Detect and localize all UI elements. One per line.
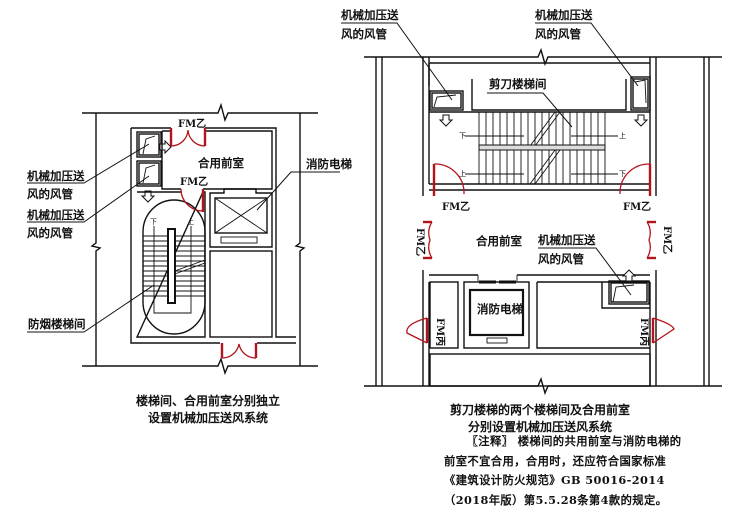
fire-door-fm-bing: [406, 317, 428, 344]
fire-door-fm-yi: [170, 129, 206, 147]
right-caption-line: 分别设置机械加压送风系统: [467, 420, 612, 434]
fire-door-fm-yi: [619, 163, 651, 195]
door-label-fm-bing: FM丙: [434, 318, 446, 346]
door-label-fm-yi: FM乙: [661, 226, 673, 254]
air-supply-arrow: [622, 269, 636, 282]
right-caption-line: 剪刀楼梯的两个楼梯间及合用前室: [449, 403, 630, 417]
fire-elevator-label: 消防电梯: [306, 157, 352, 171]
flight-label: 上: [619, 131, 626, 140]
door-label-fm-yi: FM乙: [623, 201, 651, 213]
flight-label: 上: [459, 169, 466, 178]
fire-elevator-shaft: [209, 188, 273, 248]
scissor-stair-label: 剪刀楼梯间: [489, 77, 547, 91]
duct-label: 机械加压送: [27, 169, 85, 183]
door-label-fm-bing: FM丙: [638, 318, 650, 346]
duct-label: 风的风管: [27, 226, 73, 240]
duct-label: 风的风管: [27, 187, 73, 201]
outer-wall-right: [294, 113, 306, 366]
duct-label: 风的风管: [538, 252, 584, 266]
left-caption: 楼梯间、合用前室分别独立 设置机械加压送风系统: [128, 393, 288, 427]
smoke-stair-room: [135, 191, 206, 338]
stair-down-label: 下: [150, 218, 157, 226]
duct-label: 风的风管: [535, 27, 581, 41]
door-label-fm-yi: FM乙: [414, 228, 426, 256]
fire-door-fm-yi: [646, 221, 651, 259]
break-line-bottom: [82, 356, 318, 376]
air-supply-arrow: [439, 114, 453, 127]
break-line-top: [364, 47, 722, 67]
right-caption: 剪刀楼梯的两个楼梯间及合用前室 分别设置机械加压送风系统: [420, 402, 660, 436]
duct-label: 机械加压送: [535, 8, 593, 22]
right-floor-plan: 下 上 上 下 FM乙 FM乙 FM乙 FM乙: [341, 8, 722, 396]
left-caption-line: 设置机械加压送风系统: [147, 411, 268, 425]
stair-up-label: 上: [187, 217, 194, 226]
door-label-fm-yi: FM乙: [180, 176, 208, 188]
duct-label: 机械加压送: [341, 8, 399, 22]
break-line-top: [82, 102, 318, 123]
annotation-note: 〖注释〗 楼梯间的共用前室与消防电梯的前室不宜合用，合用时，还应符合国家标准《建…: [444, 432, 684, 510]
left-caption-line: 楼梯间、合用前室分别独立: [135, 394, 280, 408]
note-paragraph: 〖注释〗 楼梯间的共用前室与消防电梯的前室不宜合用，合用时，还应符合国家标准《建…: [444, 434, 682, 507]
exit-door: [221, 343, 257, 359]
duct-label: 机械加压送: [538, 233, 596, 247]
smoke-stair-label: 防烟楼梯间: [28, 317, 86, 331]
outer-wall-left: [90, 113, 102, 366]
fire-door-fm-yi: [180, 188, 204, 212]
flight-label: 下: [619, 170, 626, 178]
air-supply-arrow: [634, 114, 648, 127]
door-label-fm-yi: FM乙: [442, 201, 470, 213]
duct-label: 机械加压送: [27, 208, 85, 222]
fire-door-fm-yi: [433, 163, 465, 195]
shared-anteroom-label: 合用前室: [198, 156, 244, 170]
fire-elevator-shaft: [463, 281, 530, 349]
left-floor-plan: 下 上 FM乙 FM乙 合用前室 机械加压送 风的风管 机械加压送 风的风管 防…: [27, 102, 352, 376]
shared-anteroom-label: 合用前室: [476, 234, 522, 248]
flight-label: 下: [459, 132, 466, 140]
duct-label: 风的风管: [341, 27, 387, 41]
fire-door-fm-yi: [428, 221, 433, 259]
fire-elevator-label: 消防电梯: [477, 302, 523, 316]
door-label-fm-yi: FM乙: [178, 118, 206, 130]
fire-door-fm-bing: [652, 317, 675, 344]
